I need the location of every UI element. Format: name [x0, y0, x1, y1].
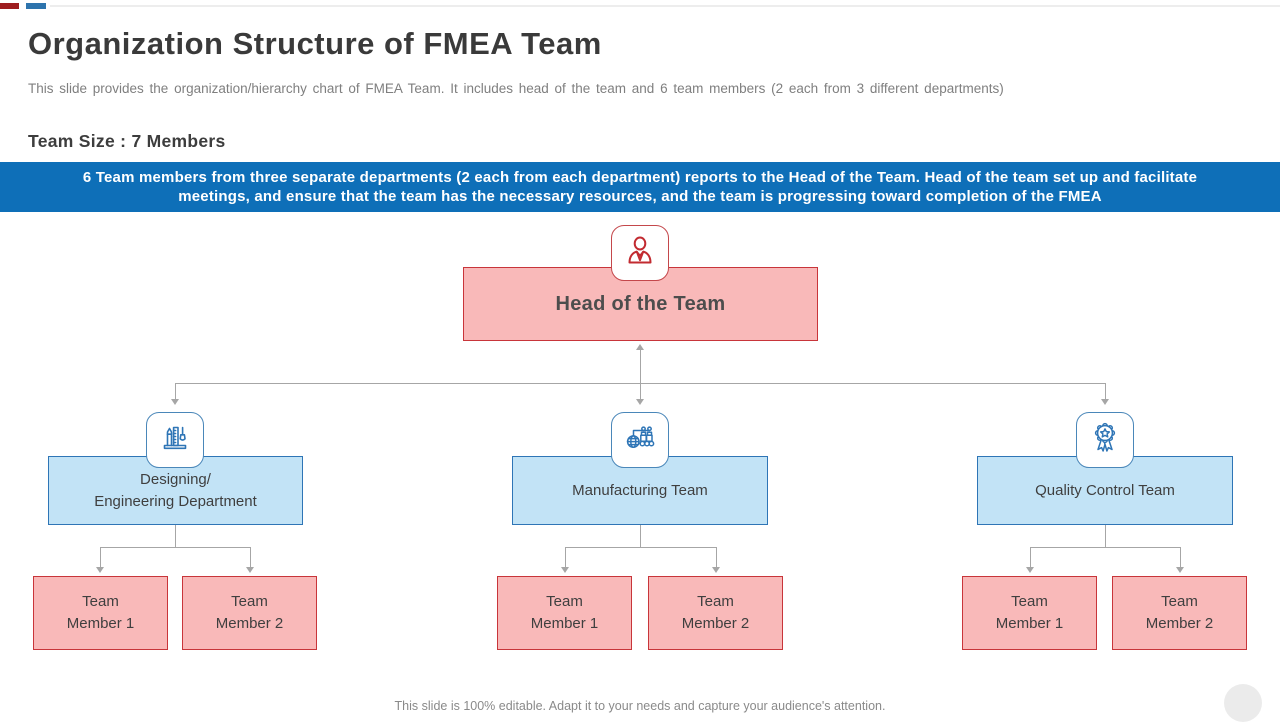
connector-arrow-down — [712, 567, 720, 573]
head-icon-card — [611, 225, 669, 281]
connector-line — [175, 383, 176, 399]
connector-arrow-up — [636, 344, 644, 350]
connector-line — [100, 547, 101, 567]
org-node-label: Quality Control Team — [1035, 481, 1175, 499]
slide-subtitle: This slide provides the organization/hie… — [28, 81, 1004, 96]
accent-bar-blue — [26, 3, 46, 9]
connector-line — [565, 547, 716, 548]
award-badge-icon — [1087, 420, 1123, 461]
factory-machine-icon — [622, 420, 658, 461]
org-node-label: Team Member 2 — [1145, 593, 1214, 632]
connector-arrow-down — [96, 567, 104, 573]
org-node-label: Team Member 1 — [995, 593, 1064, 632]
org-node-member: Team Member 1 — [962, 576, 1097, 650]
top-divider-line — [50, 5, 1280, 7]
design-tools-icon — [157, 420, 193, 461]
corner-decoration-circle — [1224, 684, 1262, 722]
connector-line — [1105, 383, 1106, 399]
org-node-label: Head of the Team — [555, 292, 726, 315]
connector-line — [175, 383, 1105, 384]
department-icon-card — [1076, 412, 1134, 468]
accent-bar-red — [0, 3, 19, 9]
connector-line — [716, 547, 717, 567]
connector-line — [1030, 547, 1180, 548]
org-node-member: Team Member 2 — [648, 576, 783, 650]
connector-line — [1030, 547, 1031, 567]
connector-line — [100, 547, 250, 548]
org-node-label: Manufacturing Team — [572, 481, 708, 499]
connector-arrow-down — [561, 567, 569, 573]
connector-line — [565, 547, 566, 567]
connector-line — [640, 525, 641, 547]
org-node-member: Team Member 1 — [33, 576, 168, 650]
org-node-department-quality: Quality Control Team — [977, 456, 1233, 525]
page-title: Organization Structure of FMEA Team — [28, 26, 602, 61]
connector-arrow-down — [636, 399, 644, 405]
person-icon — [622, 233, 658, 274]
connector-line — [175, 525, 176, 547]
org-node-member: Team Member 1 — [497, 576, 632, 650]
org-node-member: Team Member 2 — [182, 576, 317, 650]
connector-arrow-down — [246, 567, 254, 573]
connector-arrow-down — [1026, 567, 1034, 573]
org-node-label: Team Member 2 — [681, 593, 750, 632]
connector-arrow-down — [171, 399, 179, 405]
org-node-label: Designing/ Engineering Department — [94, 470, 257, 510]
connector-arrow-down — [1176, 567, 1184, 573]
org-node-label: Team Member 1 — [66, 593, 135, 632]
info-banner: 6 Team members from three separate depar… — [0, 162, 1280, 212]
connector-line — [1180, 547, 1181, 567]
department-icon-card — [146, 412, 204, 468]
org-node-label: Team Member 1 — [530, 593, 599, 632]
footer-note: This slide is 100% editable. Adapt it to… — [394, 699, 886, 713]
connector-line — [250, 547, 251, 567]
connector-line — [1105, 525, 1106, 547]
org-node-label: Team Member 2 — [215, 593, 284, 632]
connector-arrow-down — [1101, 399, 1109, 405]
department-icon-card — [611, 412, 669, 468]
team-size-label: Team Size : 7 Members — [28, 131, 226, 151]
org-node-member: Team Member 2 — [1112, 576, 1247, 650]
connector-line — [640, 349, 641, 401]
